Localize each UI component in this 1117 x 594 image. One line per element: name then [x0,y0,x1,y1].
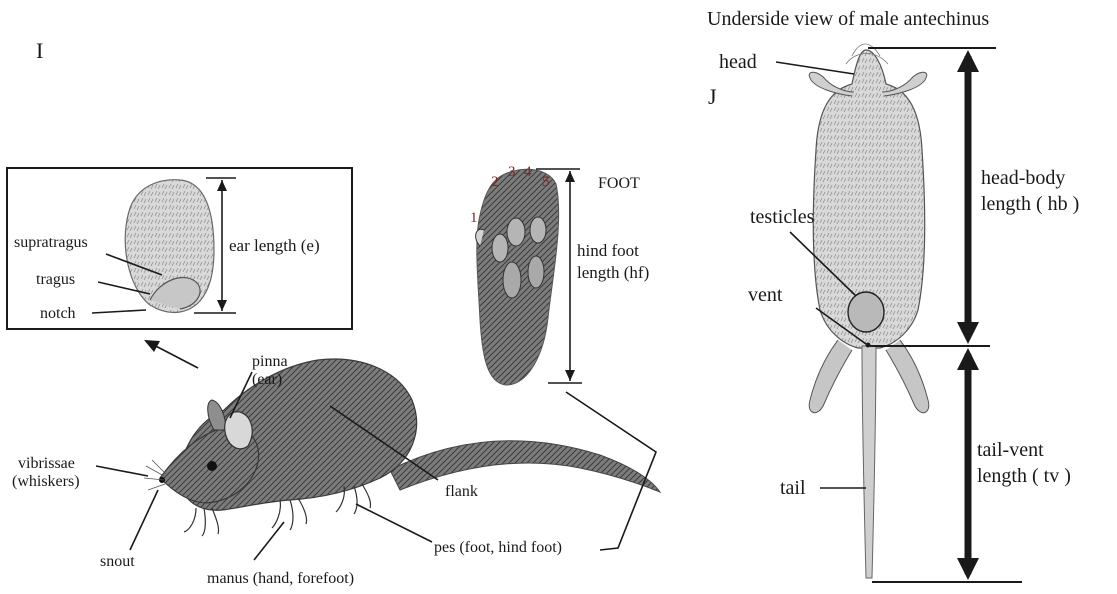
manus-label: manus (hand, forefoot) [207,570,354,587]
snout-label: snout [100,553,135,570]
animal-eye [207,461,217,471]
foot-detail: 1 2 3 4 5 FOOT hind foot length (hf) [470,164,649,385]
vibrissae-label-1: vibrissae [18,455,75,472]
pinna-label-1: pinna [252,353,288,370]
pinna-label-2: (ear) [252,371,282,388]
toe-number: 1 [470,210,478,226]
underside-foreleg-right [882,72,927,96]
vibrissae-leader [96,466,148,476]
foot-pad [503,262,521,298]
toe-number: 5 [542,174,550,190]
animal-manus [184,508,219,536]
tragus-label: tragus [36,271,75,288]
foot-pad [507,218,525,246]
panel-label-j: J [708,84,717,109]
hind-foot-label-2: length (hf) [577,263,649,282]
underside-hindleg-left [809,340,852,413]
notch-leader [92,310,146,313]
testicles-label: testicles [750,206,815,228]
foot-pad [528,256,544,288]
hb-label-2: length ( hb ) [981,193,1079,215]
hind-foot-label-1: hind foot [577,241,639,260]
pes-label: pes (foot, hind foot) [434,539,562,556]
pes-leader [356,504,432,542]
underside-hindleg-right [886,340,929,413]
tv-label-1: tail-vent [977,439,1044,461]
underside-foreleg-left [809,72,854,96]
underside-title: Underside view of male antechinus [707,8,989,30]
tv-label-2: length ( tv ) [977,465,1071,487]
vent-point [866,343,871,348]
underside-testicles [848,292,884,332]
animal-tail [390,441,660,492]
toe-number: 2 [491,174,499,190]
tail-label: tail [780,477,806,499]
notch-label: notch [40,305,76,322]
hb-label-1: head-body [981,167,1065,189]
manus-leader [254,522,284,560]
toe-number: 3 [508,164,516,180]
pinna-to-inset-arrow [144,340,160,352]
head-label: head [719,51,757,73]
vibrissae-label-2: (whiskers) [12,473,80,490]
panel-label-i: I [36,38,43,63]
snout-leader [130,490,158,550]
underside-tail [862,346,876,578]
flank-label: flank [445,483,478,500]
vent-label: vent [748,284,783,306]
foot-pad [492,234,508,262]
underside-view: Underside view of male antechinus head t… [707,8,1079,582]
foot-title: FOOT [598,175,640,192]
ear-length-label: ear length (e) [229,236,320,255]
ear-inset: ear length (e) supratragus tragus notch [7,168,352,329]
supratragus-label: supratragus [14,234,88,251]
animal-whiskers [144,460,166,490]
toe-number: 4 [524,164,532,180]
foot-pad [530,217,546,243]
animal-manus-2 [272,498,307,530]
antechinus-side-view: pinna (ear) vibrissae (whiskers) snout f… [12,340,660,587]
